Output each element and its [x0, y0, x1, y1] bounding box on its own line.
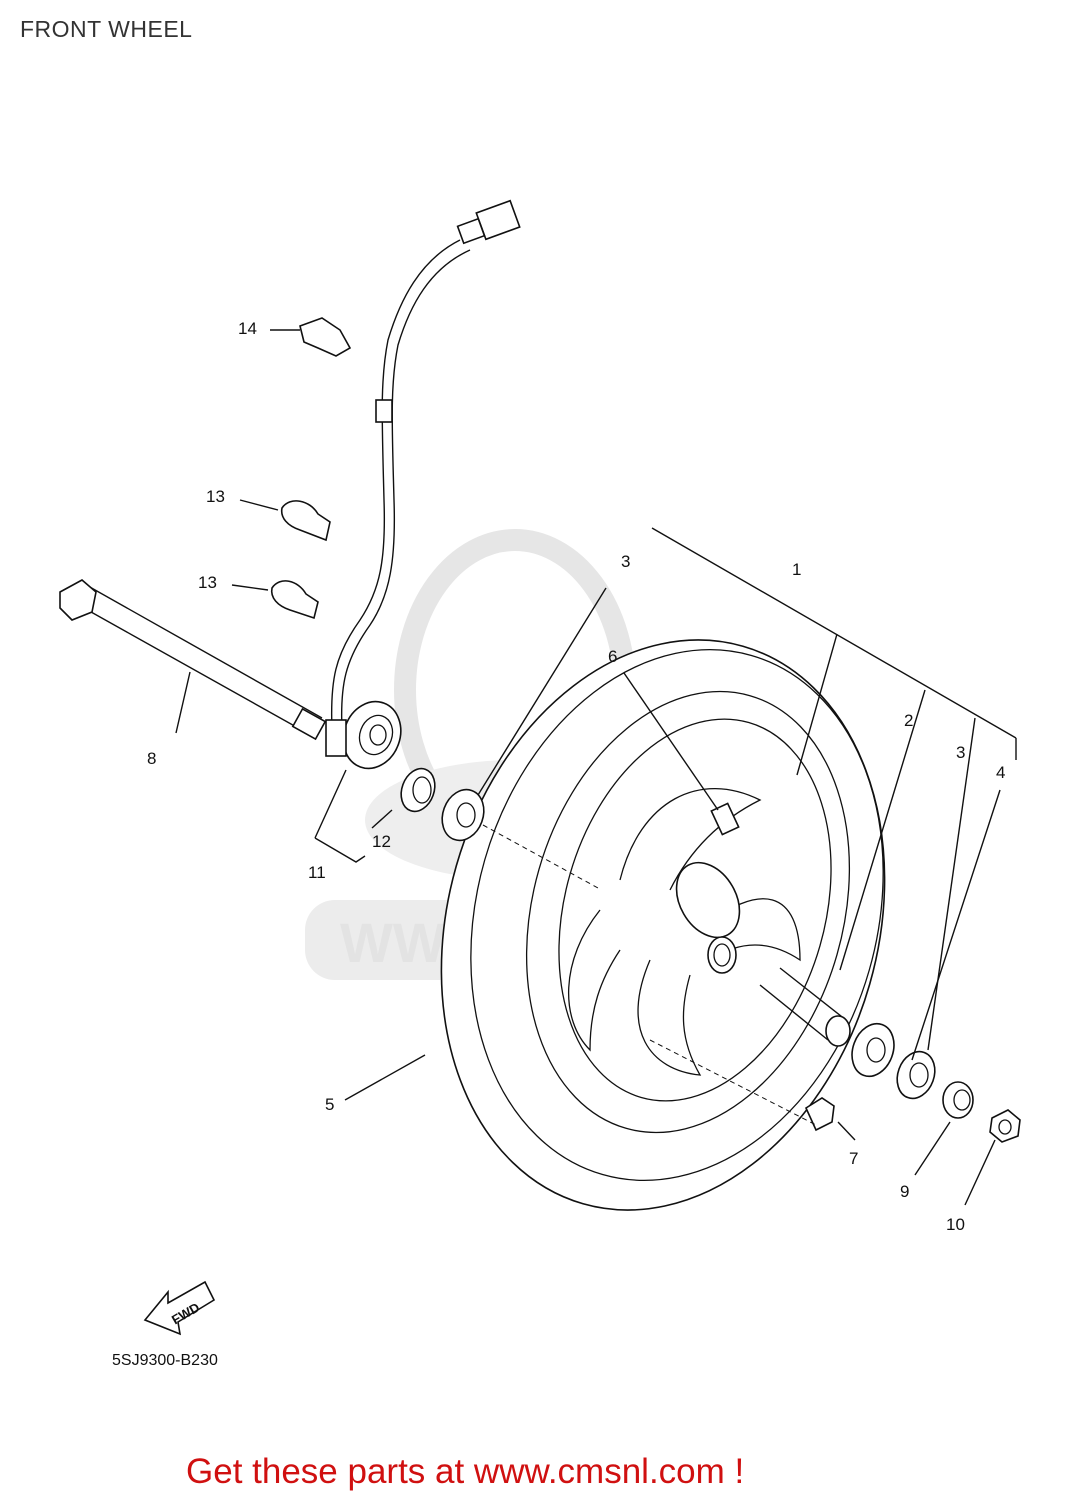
bearing-left [441, 788, 485, 842]
speed-sensor-gear [325, 700, 402, 770]
cable-guide-clip [299, 317, 352, 357]
front-wheel [440, 639, 886, 1211]
callout-13-upper[interactable]: 13 [206, 487, 225, 506]
oil-seal [896, 1050, 936, 1100]
callout-7[interactable]: 7 [849, 1149, 858, 1168]
cable-clamp-upper [280, 500, 331, 542]
callout-8[interactable]: 8 [147, 749, 156, 768]
callout-3-left[interactable]: 3 [621, 552, 630, 571]
callout-11[interactable]: 11 [308, 863, 326, 882]
bearing-right [851, 1022, 895, 1078]
page-title: FRONT WHEEL [20, 16, 193, 42]
callout-1[interactable]: 1 [792, 560, 801, 579]
callout-10[interactable]: 10 [946, 1215, 965, 1234]
speed-sensor-cable [330, 199, 521, 731]
callout-14[interactable]: 14 [238, 319, 257, 338]
callout-13-lower[interactable]: 13 [198, 573, 217, 592]
collar [942, 1081, 974, 1119]
axle-nut [989, 1109, 1021, 1143]
balance-weight [804, 1097, 835, 1132]
callout-9[interactable]: 9 [900, 1182, 909, 1201]
forward-direction-arrow: FWD [143, 1280, 216, 1336]
cable-clamp-lower [270, 580, 319, 620]
leader-lines [175, 329, 1017, 1206]
callout-3-right[interactable]: 3 [956, 743, 965, 762]
footer-cta-link[interactable]: Get these parts at www.cmsnl.com ! [186, 1452, 745, 1491]
callout-2[interactable]: 2 [904, 711, 913, 730]
callout-4[interactable]: 4 [996, 763, 1005, 782]
callout-12[interactable]: 12 [372, 832, 391, 851]
callout-5[interactable]: 5 [325, 1095, 334, 1114]
axle-shaft [59, 579, 327, 741]
spacer-collar [759, 967, 851, 1047]
callout-6[interactable]: 6 [608, 647, 617, 666]
diagram-part-code: 5SJ9300-B230 [112, 1352, 218, 1369]
